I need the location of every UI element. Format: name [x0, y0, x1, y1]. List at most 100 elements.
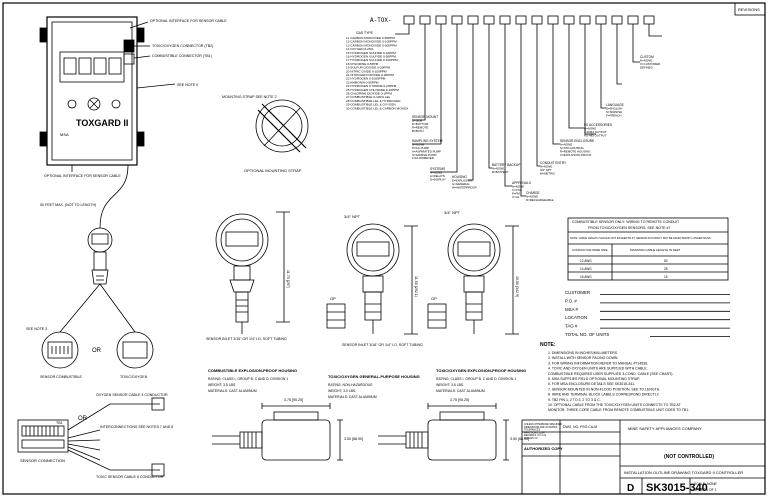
- gas-code-item: 18 CHLORINE 0-5PPM: [346, 62, 379, 66]
- gas-code-item: 16 HYDROGEN SULFIDE 0-50PPM: [346, 55, 396, 59]
- toxic-general-dimension: 11.50 [292.1]: [414, 276, 418, 297]
- gas-code-item: 22 HYDROGEN 0-1000PPM: [346, 77, 386, 81]
- toxic-general-npt: 3/4" NPT: [344, 214, 361, 219]
- option-block-line: D=BOTTOM: [412, 122, 429, 126]
- gas-code-item: 21 NITROGEN DIOXIDE 0-20PPM: [346, 73, 394, 77]
- option-block-line: F=FRENCH: [606, 113, 622, 117]
- gas-code-item: 29 COMBUSTIBLE LEL & OXYGEN: [346, 103, 396, 107]
- note-item: 6. FOR MSA ENCLOSURE DETAILS SEE SK3015-…: [548, 382, 635, 386]
- cable-length-table: [567, 217, 729, 281]
- option-block-line: N=NONE: [584, 127, 596, 131]
- tb-label: TB1: [56, 421, 63, 425]
- title-block-title: INSTALLATION OUTLINE DRAWING TOXGARD II …: [624, 470, 743, 475]
- option-block-title: HOUSING: [452, 175, 467, 179]
- cable-table-cell-size: 12 AWG: [580, 259, 592, 263]
- controller-maker: MSA: [60, 132, 69, 137]
- customer-field-label: CUSTOMER: [565, 290, 590, 295]
- toxic-general-housing: [326, 223, 418, 335]
- title-block-left-line: TOLERANCES: [524, 429, 541, 432]
- option-block-title: CUSTOM: [640, 55, 654, 59]
- revision-label: REVISIONS: [738, 7, 760, 12]
- label-optional-interface-top: OPTIONAL INTERFACE FOR SENSOR CABLE: [150, 19, 227, 23]
- leader-see-note-9: [136, 83, 176, 89]
- title-block: [521, 419, 766, 495]
- gas-code-item: 17 HYDROGEN SULFIDE 0-100PPM: [346, 58, 398, 62]
- option-block-line: X=CUSTOMER: [640, 62, 660, 66]
- customer-field-label: P.O. #: [565, 298, 577, 303]
- option-block-line: N=NONE: [430, 171, 442, 175]
- customer-field-label: TOTAL NO. OF UNITS: [565, 332, 609, 337]
- leader-combustible-connector: [133, 55, 151, 59]
- option-block-line: S=SPANISH: [606, 110, 622, 114]
- option-block-line: RS-485 OUTPUT: [584, 133, 607, 137]
- leader-optional-interface-top: [129, 21, 149, 29]
- option-block-line: S=STD HOUSING: [560, 146, 584, 150]
- sensor-connection-label: SENSOR CONNECTION: [20, 458, 65, 463]
- gas-list-title: GAS TYPE: [356, 31, 374, 35]
- option-blocks: SENSOR MOUNTS=SIDED=BOTTOMR=REMOTEB=BOTH…: [412, 55, 660, 202]
- combustible-dimension: 11.70 [297]: [286, 270, 290, 288]
- toxic-general-material: MATERIALS: CAST ALUMINUM: [328, 395, 377, 399]
- toxic-general-weight: WEIGHT: 3.0 LBS.: [328, 389, 356, 393]
- label-see-note-9: SEE NOTE 9: [177, 83, 198, 87]
- gas-code-item: 30 COMBUSTIBLE LEL & CARBON MONOX: [346, 106, 408, 110]
- option-block-line: F=FM: [512, 191, 520, 195]
- option-block-line: S=SIDE: [412, 119, 422, 123]
- title-block-controlled: (NOT CONTROLLED): [664, 454, 714, 460]
- option-block-title: CONDUIT ENTRY: [540, 161, 567, 165]
- toxic-general-rating: RATING: NON-HAZARDOUS: [328, 383, 373, 387]
- option-block-line: B=BOTH: [412, 129, 424, 133]
- cable-table-header-1: MAXIMUM CABLE LENGTH IN FEET: [630, 248, 681, 252]
- bottom-right-height: 3.50 [88.90]: [510, 437, 529, 441]
- option-block-line: D=DISPLAY: [430, 177, 446, 181]
- combustible-inlet: SENSOR INLET 3/16" OR 1/4" I.D. SOFT TUB…: [206, 337, 287, 341]
- option-block-line: F=FLOWMETER: [412, 156, 434, 160]
- option-block-title: CHARGE: [526, 191, 540, 195]
- gas-code-item: 25 HYDROGEN CHLORIDE 0-20PPM: [346, 88, 399, 92]
- option-block-line: A=RELAYS: [430, 174, 445, 178]
- title-block-company: MINE SAFETY APPLIANCES COMPANY: [628, 426, 702, 431]
- option-block-line: X=EXPLOSION PROOF: [560, 153, 592, 157]
- option-block-line: 4-20MA OUTPUT: [584, 130, 607, 134]
- toxic-explosion-weight: WEIGHT: 3.5 LBS.: [436, 383, 464, 387]
- option-block-line: B=BATTERY: [492, 170, 509, 174]
- toxic-explosion-housing: [427, 223, 519, 335]
- cable-table-cell-size: 14 AWG: [580, 267, 592, 271]
- gas-code-item: 15 HYDROGEN SULFIDE 0-10PPM: [346, 51, 396, 55]
- note-item: 8. WIRE AND TERMINAL BLOCK LABELS CORRES…: [548, 393, 659, 397]
- note-item: 7. SENSOR MOUNTED IN NON-FLOOD POSITION.…: [548, 387, 660, 391]
- note-item: 10. OPTIONAL CABLE FROM THE TOXIC/OXYGEN…: [548, 403, 682, 407]
- option-block-line: P=DC PUMP: [412, 146, 429, 150]
- customer-field-label: LOCATION: [565, 315, 587, 320]
- title-block-drawing-no-label: DWG. NO. PSO-CA-M: [563, 425, 597, 429]
- gas-code-item: 28 COMBUSTIBLE LEL & HYDROGEN: [346, 99, 400, 103]
- note-item: 1. DIMENSIONS IN INCHES/MILLIMETERS.: [548, 351, 618, 355]
- option-block-line: R=REMOTE: [412, 125, 428, 129]
- interconnections-label: INTERCONNECTIONS SEE NOTES 7 AND 8: [100, 425, 173, 429]
- label-optional-interface-bottom: OPTIONAL INTERFACE FOR SENSOR CABLE: [44, 174, 121, 178]
- cable-table-cell-length: 16: [664, 275, 668, 279]
- combustible-weight: WEIGHT: 3.5 LBS.: [208, 383, 236, 387]
- title-block-sheet: SHEET 1 OF 1: [694, 488, 717, 492]
- option-block-line: U=UL: [512, 195, 520, 199]
- option-block-line: N=NONE: [526, 195, 538, 199]
- cable-table-title: COMBUSTIBLE SENSOR ONLY: WIRING TO REMOT…: [572, 220, 680, 224]
- mounting-strap-caption: OPTIONAL MOUNTING STRAP: [244, 168, 302, 173]
- option-block-line: N=NONE: [640, 59, 652, 63]
- toxic-explosion-npt: 3/4" NPT: [444, 210, 461, 215]
- sensor-cable: [99, 164, 129, 229]
- detail-see-note: SEE NOTE 3: [26, 327, 47, 331]
- option-block-title: LANGUAGE: [606, 103, 624, 107]
- option-block-title: SYSTEMS: [430, 167, 445, 171]
- gas-code-item: 20 NITRIC OXIDE 0-100PPM: [346, 69, 387, 73]
- option-block-line: R=REMOTE HOUSING: [560, 149, 591, 153]
- title-block-size: D: [627, 483, 634, 494]
- bottom-right-dimension: 3.75 [95.25]: [450, 398, 469, 402]
- cable-table-note: NOTE: CABLE LENGTH SHOULD NOT EXCEED 50 …: [570, 236, 712, 240]
- option-block-title: BATTERY BACKUP: [492, 163, 520, 167]
- gas-code-item: 27 COMBUSTIBLE 0-100% LEL: [346, 95, 391, 99]
- title-block-left-line: DECIMALS .XX ±.01: [524, 434, 547, 437]
